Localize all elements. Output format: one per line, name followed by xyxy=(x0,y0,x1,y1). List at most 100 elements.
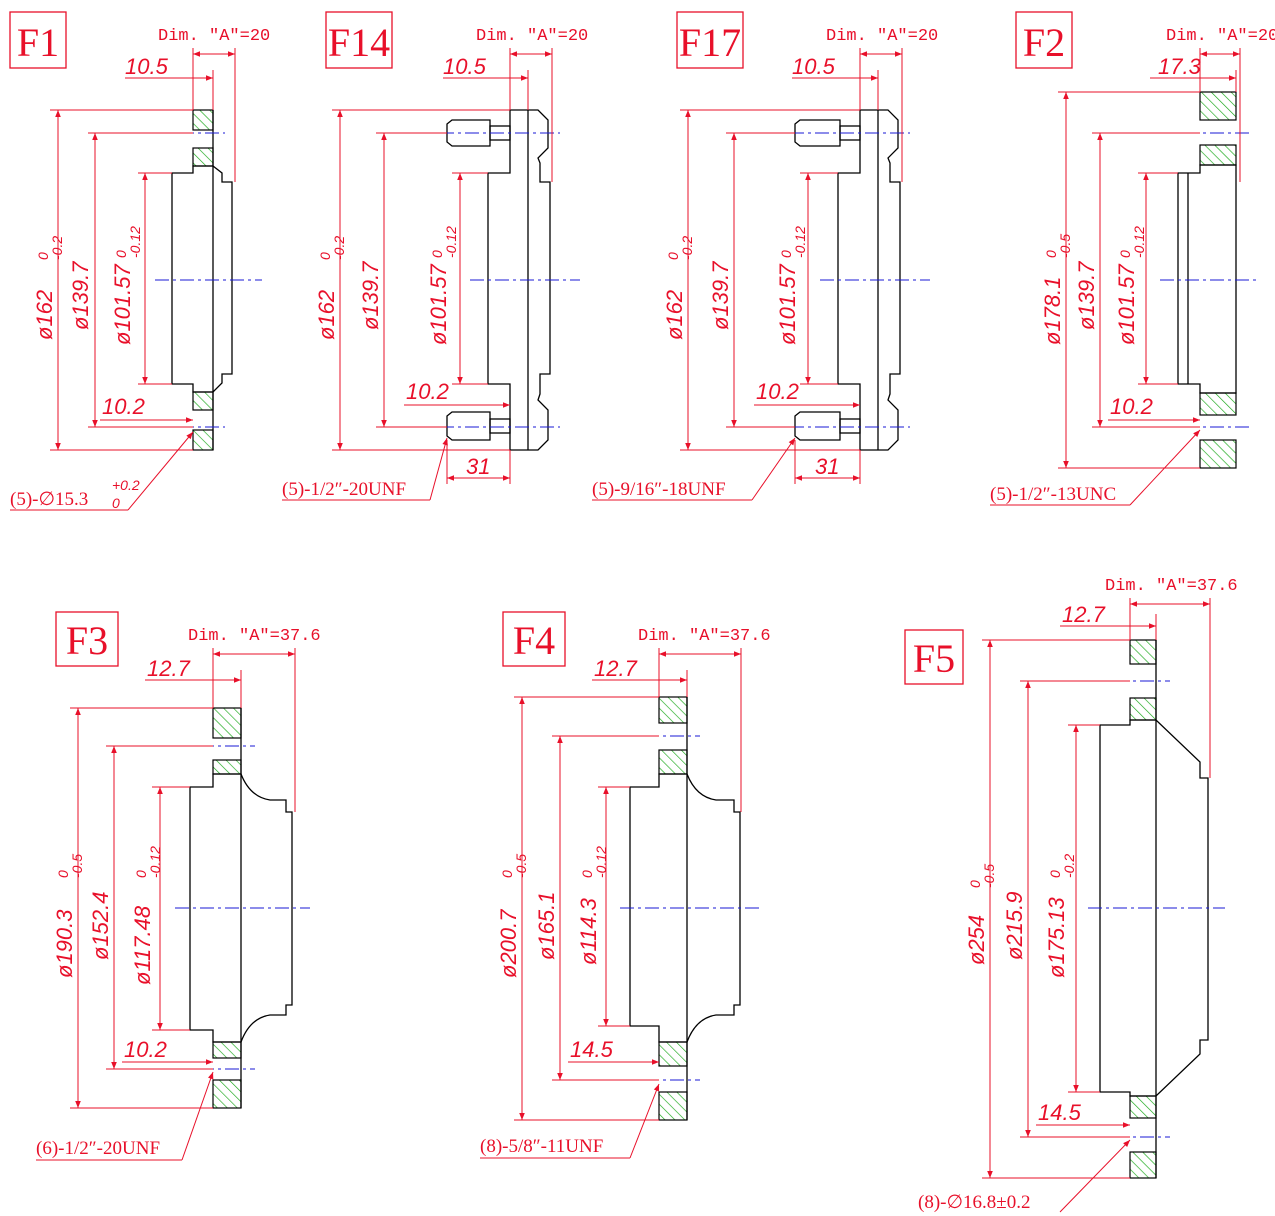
f2-title: F2 xyxy=(1023,20,1065,65)
f2-d1: 17.3 xyxy=(1158,54,1202,79)
f4-title: F4 xyxy=(513,618,555,663)
svg-text:-0.5: -0.5 xyxy=(1057,234,1073,258)
f5-dia-outer: ø254 xyxy=(964,915,989,965)
flange-f2: F2 Dim. "A"=20 17.3 ø178.1 0 -0.5 ø139.7… xyxy=(990,11,1275,506)
f17-dia-outer: ø162 xyxy=(662,290,687,340)
f14-d2: 10.2 xyxy=(406,379,449,404)
svg-text:-0.2: -0.2 xyxy=(49,236,65,260)
f1-dia-pilot: ø101.57 xyxy=(110,264,135,345)
f1-dia-outer: ø162 xyxy=(32,290,57,340)
svg-text:-0.2: -0.2 xyxy=(1061,854,1077,878)
f1-dia-bolt: ø139.7 xyxy=(68,261,93,330)
f5-title: F5 xyxy=(913,636,955,681)
svg-text:0: 0 xyxy=(579,870,595,878)
f4-dia-pilot: ø114.3 xyxy=(576,897,601,965)
svg-text:0: 0 xyxy=(665,252,681,260)
f4-d1: 12.7 xyxy=(594,656,638,681)
f17-stud: 31 xyxy=(815,454,839,479)
svg-text:-0.5: -0.5 xyxy=(69,854,85,878)
f2-dia-pilot: ø101.57 xyxy=(1114,264,1139,345)
f2-dia-bolt: ø139.7 xyxy=(1074,261,1099,330)
svg-text:0: 0 xyxy=(112,495,120,511)
f5-title-box xyxy=(904,629,964,685)
svg-text:0: 0 xyxy=(499,870,515,878)
f4-hole: (8)-5/8″-11UNF xyxy=(480,1136,603,1157)
f4-title-box xyxy=(502,611,566,667)
f17-d2: 10.2 xyxy=(756,379,799,404)
f3-dim-a: Dim. "A"=37.6 xyxy=(188,627,321,646)
f3-title-box xyxy=(55,611,119,667)
f1-dim-a: Dim. "A"=20 xyxy=(158,27,270,46)
f3-dia-bolt: ø152.4 xyxy=(88,892,113,961)
flange-f14: F14 Dim. "A"=20 10.5 ø162 0 -0.2 ø139.7 … xyxy=(282,11,588,501)
f1-d2: 10.2 xyxy=(102,394,145,419)
f14-stud: 31 xyxy=(466,454,490,479)
f5-dia-bolt: ø215.9 xyxy=(1002,892,1027,961)
f17-title: F17 xyxy=(679,20,741,65)
svg-text:-0.12: -0.12 xyxy=(127,226,143,258)
f5-d2: 14.5 xyxy=(1038,1100,1082,1125)
f14-dia-pilot: ø101.57 xyxy=(426,264,451,345)
svg-text:0: 0 xyxy=(1117,250,1133,258)
f3-hole: (6)-1/2″-20UNF xyxy=(36,1138,160,1159)
f14-dim-a: Dim. "A"=20 xyxy=(476,27,588,46)
svg-text:0: 0 xyxy=(317,252,333,260)
f4-dia-outer: ø200.7 xyxy=(496,909,521,978)
svg-text:-0.12: -0.12 xyxy=(1131,226,1147,258)
svg-text:-0.5: -0.5 xyxy=(981,864,997,888)
f1-hole: (5)-∅15.3 xyxy=(10,489,88,510)
flange-f3: F3 Dim. "A"=37.6 12.7 ø190.3 0 -0.5 ø152… xyxy=(36,611,321,1161)
svg-text:0: 0 xyxy=(1043,250,1059,258)
f2-dia-outer: ø178.1 xyxy=(1040,277,1065,346)
f2-d2: 10.2 xyxy=(1110,394,1153,419)
flange-f17: F17 Dim. "A"=20 10.5 ø162 0 -0.2 ø139.7 … xyxy=(592,11,938,501)
f17-title-box xyxy=(676,11,744,69)
f14-d1: 10.5 xyxy=(443,54,487,79)
svg-text:0: 0 xyxy=(1047,870,1063,878)
svg-text:0: 0 xyxy=(429,250,445,258)
f14-dia-outer: ø162 xyxy=(314,290,339,340)
f3-d1: 12.7 xyxy=(147,656,191,681)
f1-d1: 10.5 xyxy=(125,54,169,79)
svg-text:-0.2: -0.2 xyxy=(331,236,347,260)
svg-text:-0.2: -0.2 xyxy=(679,236,695,260)
f5-dim-a: Dim. "A"=37.6 xyxy=(1105,577,1238,596)
f5-hole: (8)-∅16.8±0.2 xyxy=(918,1192,1030,1213)
f17-dim-a: Dim. "A"=20 xyxy=(826,27,938,46)
svg-text:-0.12: -0.12 xyxy=(443,226,459,258)
f3-d2: 10.2 xyxy=(124,1037,167,1062)
f2-title-box xyxy=(1015,11,1073,69)
svg-text:-0.5: -0.5 xyxy=(513,854,529,878)
f17-hole: (5)-9/16″-18UNF xyxy=(592,479,726,500)
svg-text:-0.12: -0.12 xyxy=(593,846,609,878)
svg-text:+0.2: +0.2 xyxy=(112,477,140,493)
flange-f5: F5 Dim. "A"=37.6 12.7 ø254 0 -0.5 ø215.9… xyxy=(904,577,1238,1213)
f14-title: F14 xyxy=(328,20,390,65)
svg-text:0: 0 xyxy=(113,250,129,258)
svg-text:0: 0 xyxy=(133,870,149,878)
f17-dia-pilot: ø101.57 xyxy=(775,264,800,345)
f4-d2: 14.5 xyxy=(570,1037,614,1062)
f1-title-box xyxy=(9,11,67,69)
f4-dia-bolt: ø165.1 xyxy=(534,892,559,961)
f17-d1: 10.5 xyxy=(792,54,836,79)
f5-dia-pilot: ø175.13 xyxy=(1044,897,1069,978)
f17-dia-bolt: ø139.7 xyxy=(708,261,733,330)
f14-hole: (5)-1/2″-20UNF xyxy=(282,479,406,500)
f14-dia-bolt: ø139.7 xyxy=(358,261,383,330)
svg-text:-0.12: -0.12 xyxy=(147,846,163,878)
f3-title: F3 xyxy=(66,618,108,663)
svg-text:0: 0 xyxy=(55,870,71,878)
svg-text:0: 0 xyxy=(35,252,51,260)
flange-f4: F4 Dim. "A"=37.6 12.7 ø200.7 0 -0.5 ø165… xyxy=(480,611,771,1159)
f3-dia-outer: ø190.3 xyxy=(52,909,77,978)
svg-text:-0.12: -0.12 xyxy=(792,226,808,258)
f2-hole: (5)-1/2″-13UNC xyxy=(990,484,1116,505)
f3-dia-pilot: ø117.48 xyxy=(130,905,155,985)
f14-title-box xyxy=(325,11,393,69)
f1-title: F1 xyxy=(17,20,59,65)
flange-f1: F1 Dim. "A"=20 10.5 ø162 0 -0.2 ø139.7 ø… xyxy=(9,11,270,511)
svg-text:0: 0 xyxy=(967,880,983,888)
f4-dim-a: Dim. "A"=37.6 xyxy=(638,627,771,646)
